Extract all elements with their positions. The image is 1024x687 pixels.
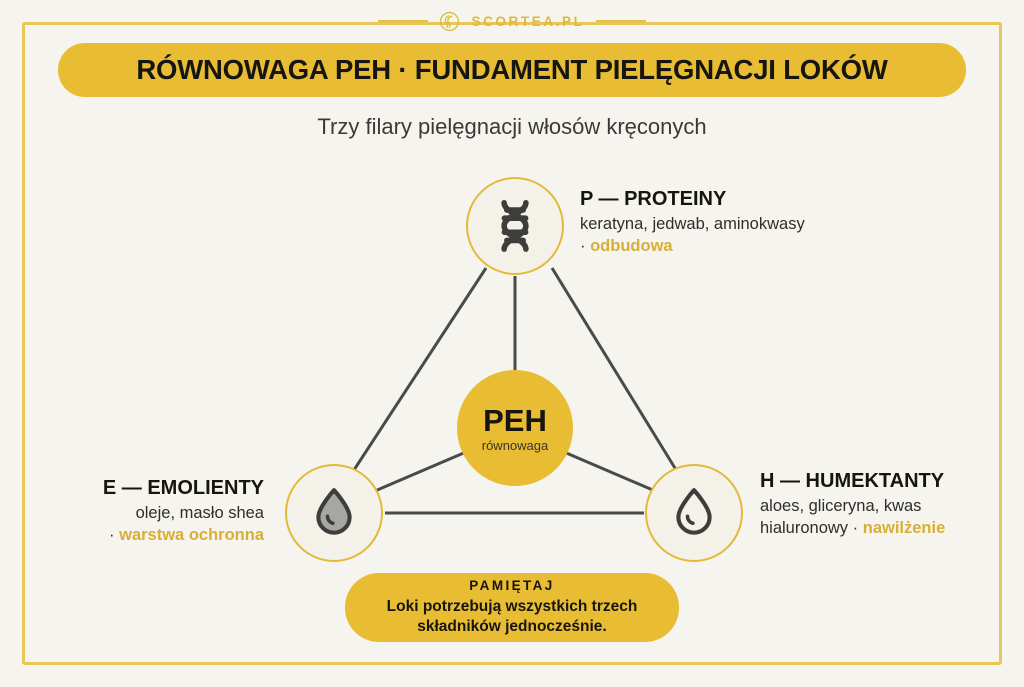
label-proteiny-ingredients: keratyna, jedwab, aminokwasy [580, 215, 805, 233]
label-humektanty-ingredients-line1: aloes, gliceryna, kwas [760, 497, 922, 515]
water-droplet-outline-icon [668, 485, 720, 542]
center-subtitle: równowaga [481, 437, 549, 453]
brand-header: SCORTEA.PL [0, 8, 1024, 34]
label-emolienty-ingredients: oleje, masło shea [135, 504, 264, 522]
label-emolienty-heading: E — EMOLIENTY [102, 477, 264, 499]
brand-rule-left [378, 20, 429, 22]
node-emolienty[interactable] [285, 464, 383, 562]
label-humektanty: H — HUMEKTANTY aloes, gliceryna, kwas hi… [760, 470, 1000, 540]
dna-helix-icon [486, 195, 544, 258]
node-peh-center[interactable]: PEH równowaga [457, 370, 573, 486]
footer-kicker: PAMIĘTAJ [469, 578, 555, 594]
label-humektanty-benefit: nawilżenie [862, 518, 946, 537]
label-emolienty-benefit: warstwa ochronna [119, 525, 264, 544]
title-banner: RÓWNOWAGA PEH · FUNDAMENT PIELĘGNACJI LO… [58, 43, 966, 97]
label-proteiny-benefit-prefix: · [580, 236, 586, 255]
label-proteiny-benefit: odbudowa [590, 236, 673, 255]
label-emolienty: E — EMOLIENTY oleje, masło shea · warstw… [20, 477, 264, 547]
scortea-s-monogram-icon [439, 11, 460, 32]
center-title: PEH [483, 402, 547, 438]
label-emolienty-body: oleje, masło shea · warstwa ochronna [20, 503, 264, 547]
label-humektanty-ingredients-line2: hialuronowy [760, 518, 849, 537]
footer-banner: PAMIĘTAJ Loki potrzebują wszystkich trze… [345, 573, 679, 642]
label-humektanty-heading: H — HUMEKTANTY [760, 470, 945, 492]
oil-droplet-filled-icon [308, 485, 360, 542]
brand-rule-right [595, 20, 646, 22]
brand-name: SCORTEA.PL [471, 13, 585, 29]
label-emolienty-benefit-prefix: · [109, 525, 115, 544]
page-subtitle: Trzy filary pielęgnacji włosów kręconych [317, 114, 707, 139]
node-proteiny[interactable] [466, 177, 564, 275]
footer-line-1: Loki potrzebują wszystkich trzech [386, 598, 638, 616]
label-proteiny-heading: P — PROTEINY [580, 188, 727, 210]
label-proteiny-body: keratyna, jedwab, aminokwasy · odbudowa [580, 214, 805, 258]
label-humektanty-body: aloes, gliceryna, kwas hialuronowy · naw… [760, 496, 1000, 540]
label-proteiny: P — PROTEINY keratyna, jedwab, aminokwas… [580, 188, 805, 258]
page-title: RÓWNOWAGA PEH · FUNDAMENT PIELĘGNACJI LO… [136, 54, 888, 85]
node-humektanty[interactable] [645, 464, 743, 562]
footer-line-2: składników jednocześnie. [417, 618, 607, 635]
label-humektanty-benefit-prefix: · [852, 518, 859, 537]
